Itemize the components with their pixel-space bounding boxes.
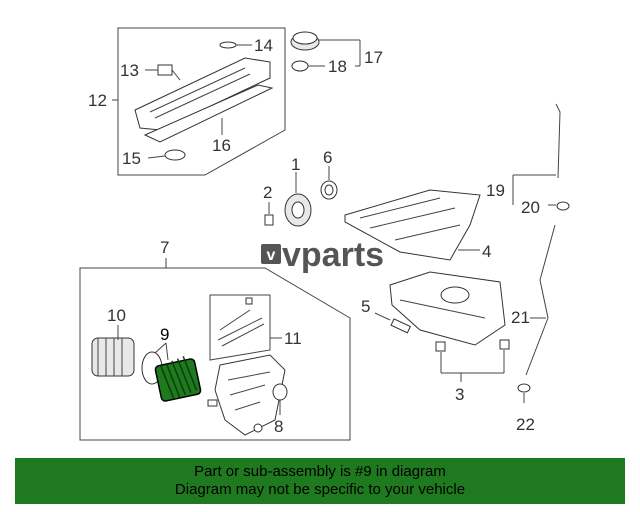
callout-10: 10: [107, 306, 126, 325]
callout-8: 8: [274, 417, 283, 436]
callout-11: 11: [284, 329, 302, 348]
svg-text:vparts: vparts: [282, 236, 384, 274]
crank-pulley-part: [284, 193, 312, 227]
vparts-logo: v vparts: [261, 236, 384, 274]
oil-filler-cap-part: [290, 31, 320, 51]
bolt-13-part: [157, 64, 181, 81]
tube-seal-part: [517, 383, 531, 393]
gasket-kit-box: [209, 294, 271, 361]
callout-1: 1: [291, 155, 300, 174]
dipstick-tube-part: [525, 224, 556, 376]
valve-cover-gasket-part: [143, 84, 274, 143]
callout-15: 15: [122, 149, 141, 168]
callout-4: 4: [482, 242, 491, 261]
dipstick-seal-part: [556, 201, 570, 211]
valve-cover-group-box: [117, 27, 286, 176]
lower-oil-pan-part: [389, 271, 506, 346]
callout-21: 21: [511, 308, 530, 327]
callout-14: 14: [254, 36, 273, 55]
oil-filter-element-highlighted: [154, 356, 202, 402]
filter-housing-group-box: [79, 267, 351, 441]
cap-seal-18-part: [291, 60, 309, 72]
part-info-banner: Part or sub-assembly is #9 in diagram Di…: [15, 458, 625, 504]
parts-diagram: v vparts 1 2 3 4 5 6 7 8 9 10 11 12 13 1…: [79, 27, 570, 441]
drain-plug-part: [390, 318, 411, 334]
seal-15-part: [164, 149, 186, 161]
filter-cap-part: [91, 337, 135, 377]
banner-line-disclaimer: Diagram may not be specific to your vehi…: [174, 481, 466, 498]
callout-2: 2: [263, 183, 272, 202]
gasket-kit-part: [217, 309, 265, 347]
callout-17: 17: [364, 48, 383, 67]
callout-6: 6: [323, 148, 332, 167]
gasket-14-part: [219, 41, 237, 49]
oil-pan-bolt-part: [435, 339, 510, 352]
svg-text:v: v: [267, 247, 276, 264]
callout-5: 5: [361, 297, 370, 316]
dipstick-part: [555, 103, 561, 179]
callout-9: 9: [160, 325, 169, 344]
callout-3: 3: [455, 385, 464, 404]
callout-22: 22: [516, 415, 535, 434]
callout-13: 13: [120, 61, 139, 80]
callout-19: 19: [486, 181, 505, 200]
front-seal-part: [320, 180, 338, 200]
callout-16: 16: [212, 136, 231, 155]
upper-oil-pan-part: [344, 189, 481, 261]
callout-12: 12: [88, 91, 107, 110]
housing-gasket-part: [272, 383, 288, 401]
callout-20: 20: [521, 198, 540, 217]
callout-18: 18: [328, 57, 347, 76]
pulley-bolt-part: [264, 214, 274, 226]
callout-7: 7: [160, 238, 169, 257]
banner-line-part-number: Part or sub-assembly is #9 in diagram: [194, 463, 446, 480]
